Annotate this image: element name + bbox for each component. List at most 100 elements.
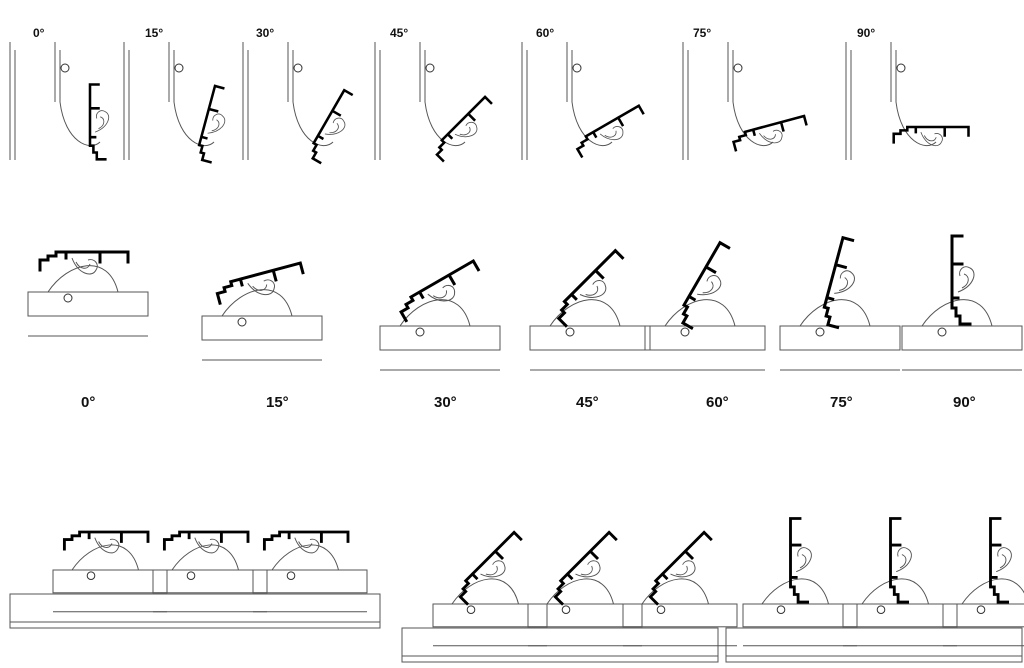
mounting-plate [566, 42, 573, 102]
hinge-cup [759, 129, 783, 144]
lid-profile [458, 530, 523, 606]
screw-icon [572, 63, 582, 73]
hinge-cup [796, 547, 812, 573]
linkage-arm [641, 578, 709, 605]
hinge-cup [324, 117, 346, 135]
angle-label-horizontal-90: 90° [953, 394, 976, 411]
screw-icon [815, 327, 825, 337]
lid-assembly [950, 234, 975, 326]
hinge-cup [579, 280, 607, 298]
linkage-arm [732, 101, 774, 147]
grouped-hinge-90-2 [842, 517, 958, 647]
mounting-plate [419, 42, 426, 102]
linkage-arm [546, 578, 614, 605]
base-block [252, 569, 368, 594]
horizontal-hinge-75 [779, 235, 901, 371]
vertical-hinge-60 [521, 42, 645, 160]
screw-icon [60, 63, 70, 73]
grouped-hinge-90-3 [942, 517, 1024, 647]
angle-label-horizontal-60: 60° [706, 394, 729, 411]
angle-label-vertical-75: 75° [693, 26, 711, 40]
base-block [901, 325, 1023, 351]
lid-profile [62, 530, 150, 551]
screw-icon [293, 63, 303, 73]
lid-assembly [262, 530, 350, 554]
base-block [622, 603, 738, 628]
angle-label-vertical-15: 15° [145, 26, 163, 40]
horizontal-hinge-45 [529, 248, 651, 371]
grouped-hinge-0-1 [52, 530, 168, 613]
vertical-hinge-30 [242, 42, 354, 165]
linkage-arm [173, 101, 215, 147]
screw-icon [425, 63, 435, 73]
shared-base [401, 627, 719, 663]
horizontal-hinge-0 [27, 250, 149, 337]
linkage-arm [761, 578, 829, 605]
grouped-hinge-45-2 [527, 530, 643, 647]
linkage-arm [292, 101, 334, 147]
door-profile [197, 84, 225, 164]
shared-base [725, 627, 1023, 663]
linkage-arm [895, 101, 937, 147]
row-grouped-hinges [9, 517, 1024, 663]
hinge-cup [94, 537, 120, 554]
angle-label-vertical-30: 30° [256, 26, 274, 40]
screw-icon [86, 571, 96, 581]
lid-assembly [556, 248, 625, 328]
row-vertical-hinges: 0° 15° 30° 45° 60° 75° 90° [9, 26, 970, 165]
door-profile [435, 95, 493, 163]
screw-icon [63, 293, 73, 303]
base-block [742, 603, 858, 628]
screw-icon [186, 571, 196, 581]
door-profile [88, 83, 107, 161]
hinge-cup [896, 547, 912, 573]
linkage-arm [921, 299, 993, 327]
angle-label-vertical-90: 90° [857, 26, 875, 40]
door-assembly [892, 125, 970, 147]
lid-assembly [680, 240, 731, 330]
base-block [201, 315, 323, 341]
screw-icon [565, 327, 575, 337]
door-assembly [435, 95, 493, 163]
door-assembly [88, 83, 110, 161]
lid-assembly [553, 530, 618, 606]
linkage-arm [799, 299, 871, 327]
lid-assembly [789, 517, 812, 604]
grouped-hinge-0-2 [152, 530, 268, 613]
lid-assembly [648, 530, 713, 606]
linkage-arm [59, 101, 101, 147]
lid-profile [553, 530, 618, 606]
vertical-hinge-15 [123, 42, 226, 164]
hinge-cup [599, 126, 624, 141]
lid-assembly [62, 530, 150, 554]
grouped-hinge-45-3 [622, 530, 738, 647]
mounting-plate [727, 42, 734, 102]
screw-icon [561, 605, 571, 615]
horizontal-hinge-60 [644, 240, 766, 371]
base-block [942, 603, 1024, 628]
lid-profile [648, 530, 713, 606]
linkage-arm [171, 544, 239, 571]
base-block [152, 569, 268, 594]
hinge-cup [957, 266, 975, 293]
lid-profile [950, 234, 972, 326]
row-horizontal-hinges: 0° 15° 30° 45° 60° 75° 90° [27, 234, 1023, 411]
lid-profile [680, 240, 731, 330]
hinge-cup [454, 121, 478, 138]
hinge-cup [294, 537, 320, 554]
hinge-cup [834, 270, 855, 294]
wall-side [9, 42, 16, 160]
screw-icon [680, 327, 690, 337]
grouped-hinge-0-3 [252, 530, 368, 613]
mounting-plate [287, 42, 294, 102]
wall-side [682, 42, 689, 160]
wall-side [123, 42, 130, 160]
hinge-cup [996, 547, 1012, 573]
linkage-arm [861, 578, 929, 605]
hinge-group-0 [9, 530, 381, 629]
lid-assembly [822, 235, 855, 330]
hinge-group-45 [401, 530, 738, 663]
linkage-arm [961, 578, 1024, 605]
base-block [527, 603, 643, 628]
